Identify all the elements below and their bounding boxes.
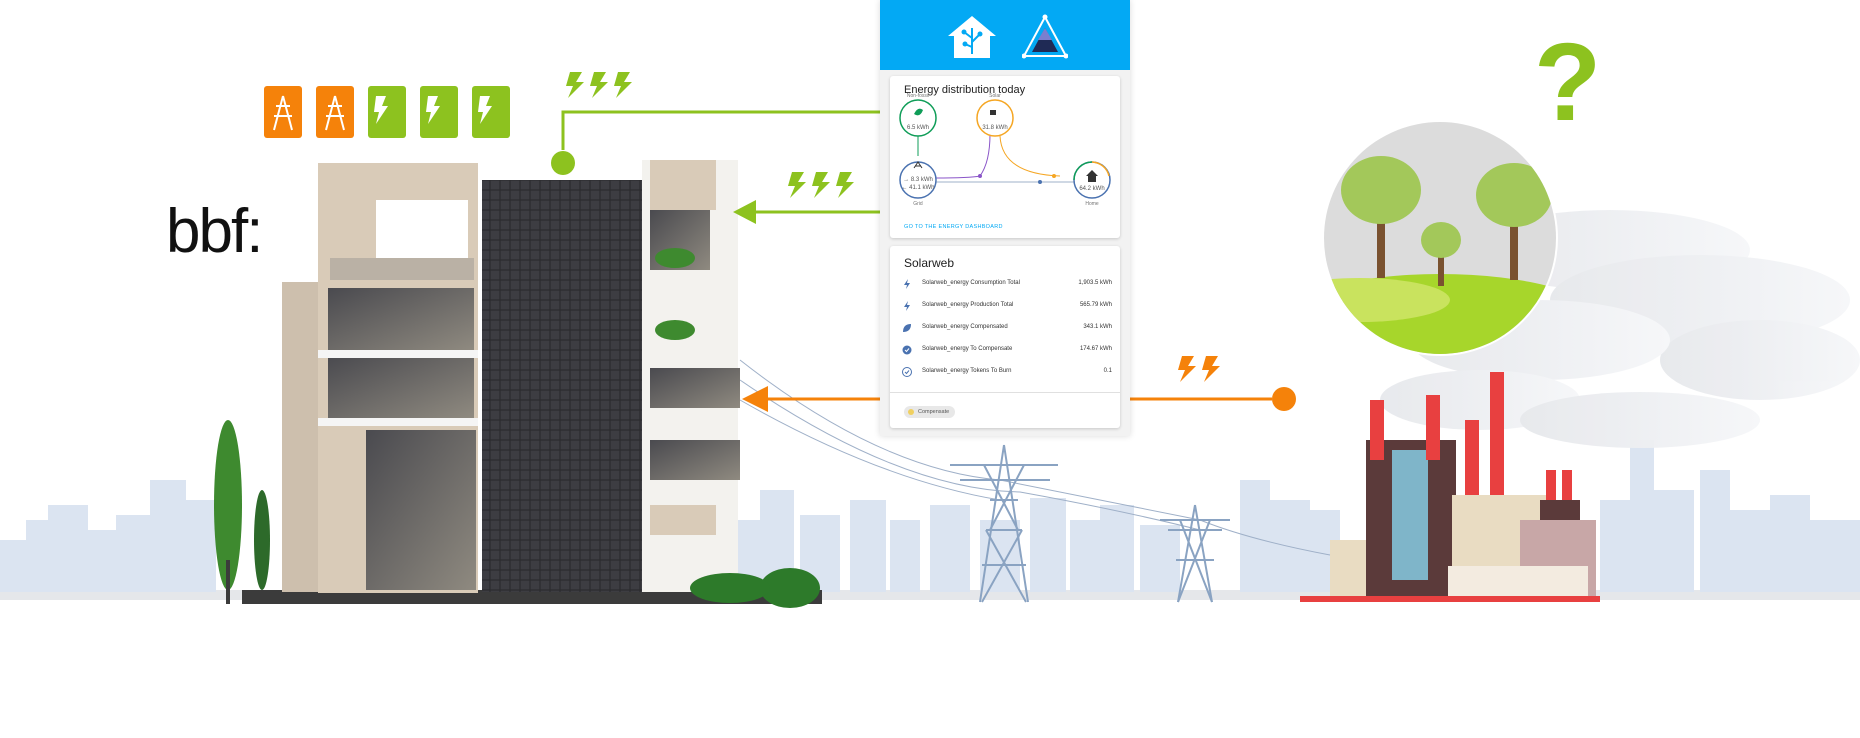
home-assistant-icon[interactable] <box>946 14 998 60</box>
energy-card-title: Energy distribution today <box>904 84 1026 96</box>
chip-label: Compensate <box>918 409 950 415</box>
bolt-icon <box>904 279 910 289</box>
pylon-small <box>1160 504 1230 603</box>
solarweb-card-title: Solarweb <box>904 256 955 270</box>
row-label: Solarweb_energy To Compensate <box>922 346 1013 352</box>
list-item[interactable]: Solarweb_energy Production Total 565.79 … <box>890 298 1120 314</box>
power-lines <box>739 359 1331 556</box>
list-item[interactable]: Solarweb_energy Tokens To Burn 0.1 <box>890 364 1120 380</box>
factory <box>1300 372 1600 602</box>
energy-dashboard-link[interactable]: GO TO THE ENERGY DASHBOARD <box>904 224 1003 230</box>
green-bolts-top <box>566 72 632 98</box>
check-badge-icon <box>902 367 912 377</box>
row-label: Solarweb_energy Tokens To Burn <box>922 368 1012 374</box>
phone-header <box>880 0 1130 70</box>
list-item[interactable]: Solarweb_energy Consumption Total 1,903.… <box>890 276 1120 292</box>
card-divider <box>890 392 1120 393</box>
solarweb-card: Solarweb Solarweb_energy Consumption Tot… <box>890 246 1120 428</box>
home-icon <box>1086 170 1098 182</box>
green-bolts-mid <box>788 172 854 198</box>
smoke-clouds <box>1380 210 1860 448</box>
non-fossil-value: 6.5 kWh <box>906 125 929 131</box>
list-item[interactable]: Solarweb_energy Compensated 343.1 kWh <box>890 320 1120 336</box>
compensate-chip[interactable]: Compensate <box>904 406 956 418</box>
energy-flow-diagram <box>899 99 1111 199</box>
energy-tiles <box>264 86 510 138</box>
row-value: 343.1 kWh <box>1083 324 1112 330</box>
home-value: 64.2 kWh <box>1079 186 1105 192</box>
grid-label: Grid <box>913 201 923 207</box>
orange-flow-dot <box>1272 387 1296 411</box>
bbf-logo: bbf: <box>166 197 263 266</box>
transmission-tower-icon <box>913 161 923 169</box>
leaf-icon <box>914 108 923 116</box>
tile-solar-1 <box>368 86 406 138</box>
non-fossil-node <box>899 99 937 137</box>
non-fossil-label: Non-fossil <box>906 93 930 99</box>
bolt-icon <box>904 301 910 311</box>
tile-solar-3 <box>472 86 510 138</box>
energy-distribution-card: Energy distribution today Non-fossil 6.5… <box>890 76 1120 238</box>
list-item[interactable]: Solarweb_energy To Compensate 174.67 kWh <box>890 342 1120 358</box>
grid-value-in: → 8.3 kWh <box>903 177 933 183</box>
question-mark: ? <box>1534 21 1602 144</box>
green-flow-top <box>561 110 880 150</box>
tile-solar-2 <box>420 86 458 138</box>
solar-panel-facade <box>482 180 642 592</box>
grid-value-out: ← 41.1 kWh <box>901 185 935 191</box>
row-value: 174.67 kWh <box>1079 346 1112 352</box>
row-label: Solarweb_energy Compensated <box>922 324 1008 330</box>
solar-label: Solar <box>989 93 1001 99</box>
leaf-icon <box>903 324 911 332</box>
chip-dot-icon <box>908 409 914 415</box>
row-label: Solarweb_energy Consumption Total <box>922 280 1020 286</box>
row-value: 565.79 kWh <box>1079 302 1112 308</box>
solar-node <box>976 99 1014 137</box>
solar-panel-icon <box>990 110 996 115</box>
ground-line <box>0 590 1860 600</box>
row-label: Solarweb_energy Production Total <box>922 302 1014 308</box>
solar-value: 31.8 kWh <box>982 125 1008 131</box>
row-value: 0.1 <box>1103 368 1112 374</box>
green-flow-dot <box>551 151 575 175</box>
tile-pylon-2 <box>316 86 354 138</box>
pylon-large <box>950 444 1058 603</box>
row-value: 1,903.5 kWh <box>1078 280 1112 286</box>
orange-bolts <box>1178 356 1220 382</box>
solarweb-triangle-icon[interactable] <box>1022 14 1068 60</box>
home-label: Home <box>1085 201 1099 207</box>
tile-pylon-1 <box>264 86 302 138</box>
home-assistant-phone: Energy distribution today Non-fossil 6.5… <box>880 0 1130 436</box>
check-circle-icon <box>902 345 912 355</box>
building <box>214 160 822 608</box>
